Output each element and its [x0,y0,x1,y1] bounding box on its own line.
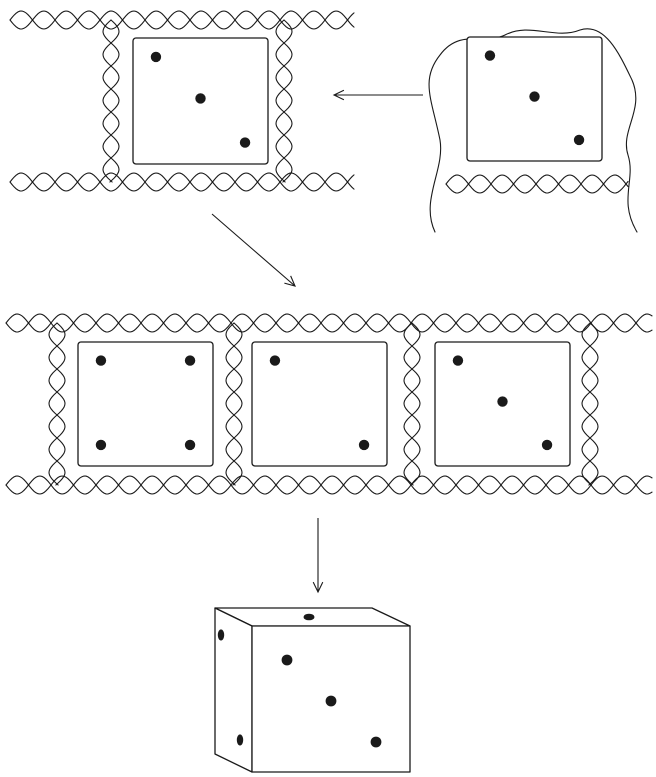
top-braid-right-strand-b [275,19,293,183]
arrow-braid-to-row-shaft [211,213,296,287]
panel-braid-single-pip [150,51,162,63]
die-front-pip [325,695,337,707]
panel-braid-four-frame [77,341,214,467]
panel-braid-four-pip [184,439,196,451]
assembled-die [214,607,411,773]
arrow-loop-to-braid-head [332,89,345,101]
panel-braid-two [251,341,388,467]
panel-braid-two-frame [251,341,388,467]
die-top-pip [303,613,315,621]
arrow-loop-to-braid [332,89,423,101]
arrow-braid-to-row-head [284,275,296,287]
top-braid-right-strand-a [275,19,293,183]
panel-braid-three [434,341,571,467]
die-front-pip [281,654,293,666]
top-braid-lower-strand-a [9,172,355,192]
row-braid-lower-strand-a [5,475,653,495]
row-braid-col1-strand-a [48,322,66,486]
top-braid-lower-strand-b [9,172,355,192]
die-front-pip [370,736,382,748]
row-braid-col3-strand-a [403,322,421,486]
rope-braids [5,10,653,495]
die-left-pip [236,734,244,746]
row-braid-col1-strand-b [48,322,66,486]
panel-braid-four-pip [95,439,107,451]
panel-loop-single-pip [484,50,496,61]
die-left-pip [217,629,225,641]
row-braid-upper-strand-b [5,313,653,333]
row-braid-col3-strand-b [403,322,421,486]
arrow-row-to-cube-head [312,581,324,594]
loop-rope [428,28,638,233]
top-braid-left-strand-b [102,19,120,183]
panel-braid-three-pip [497,396,508,407]
panel-braid-single [132,37,269,165]
row-braid-col4-strand-b [581,322,599,486]
panel-braid-four [77,341,214,467]
die-face-panels [77,36,603,467]
panel-loop-single-pip [573,134,585,146]
top-braid-upper-strand-a [9,10,355,30]
row-braid-lower-strand-b [5,475,653,495]
die-cube [214,607,411,773]
row-braid-col4-strand-a [581,322,599,486]
loop-panel-rope [428,28,638,233]
flow-arrows [211,89,423,594]
panel-loop-single-pip [529,91,540,102]
row-braid-upper-strand-a [5,313,653,333]
panel-loop-single [466,36,603,162]
row-braid-col2-strand-a [225,322,243,486]
top-braid-upper-strand-b [9,10,355,30]
row-braid-col2-strand-b [225,322,243,486]
panel-braid-three-pip [541,439,553,451]
loop-braid-b [445,174,629,194]
arrow-row-to-cube [312,518,324,594]
panel-braid-three-pip [452,355,464,366]
panel-braid-two-pip [358,439,370,451]
panel-braid-single-pip [239,137,251,148]
arrow-braid-to-row [211,213,296,287]
panel-braid-single-pip [195,93,206,104]
loop-braid-a [445,174,629,194]
loop-outline [428,28,638,233]
top-braid-left-strand-a [102,19,120,183]
panel-braid-four-pip [95,355,107,366]
panel-braid-four-pip [184,355,196,366]
panel-braid-two-pip [269,355,281,366]
